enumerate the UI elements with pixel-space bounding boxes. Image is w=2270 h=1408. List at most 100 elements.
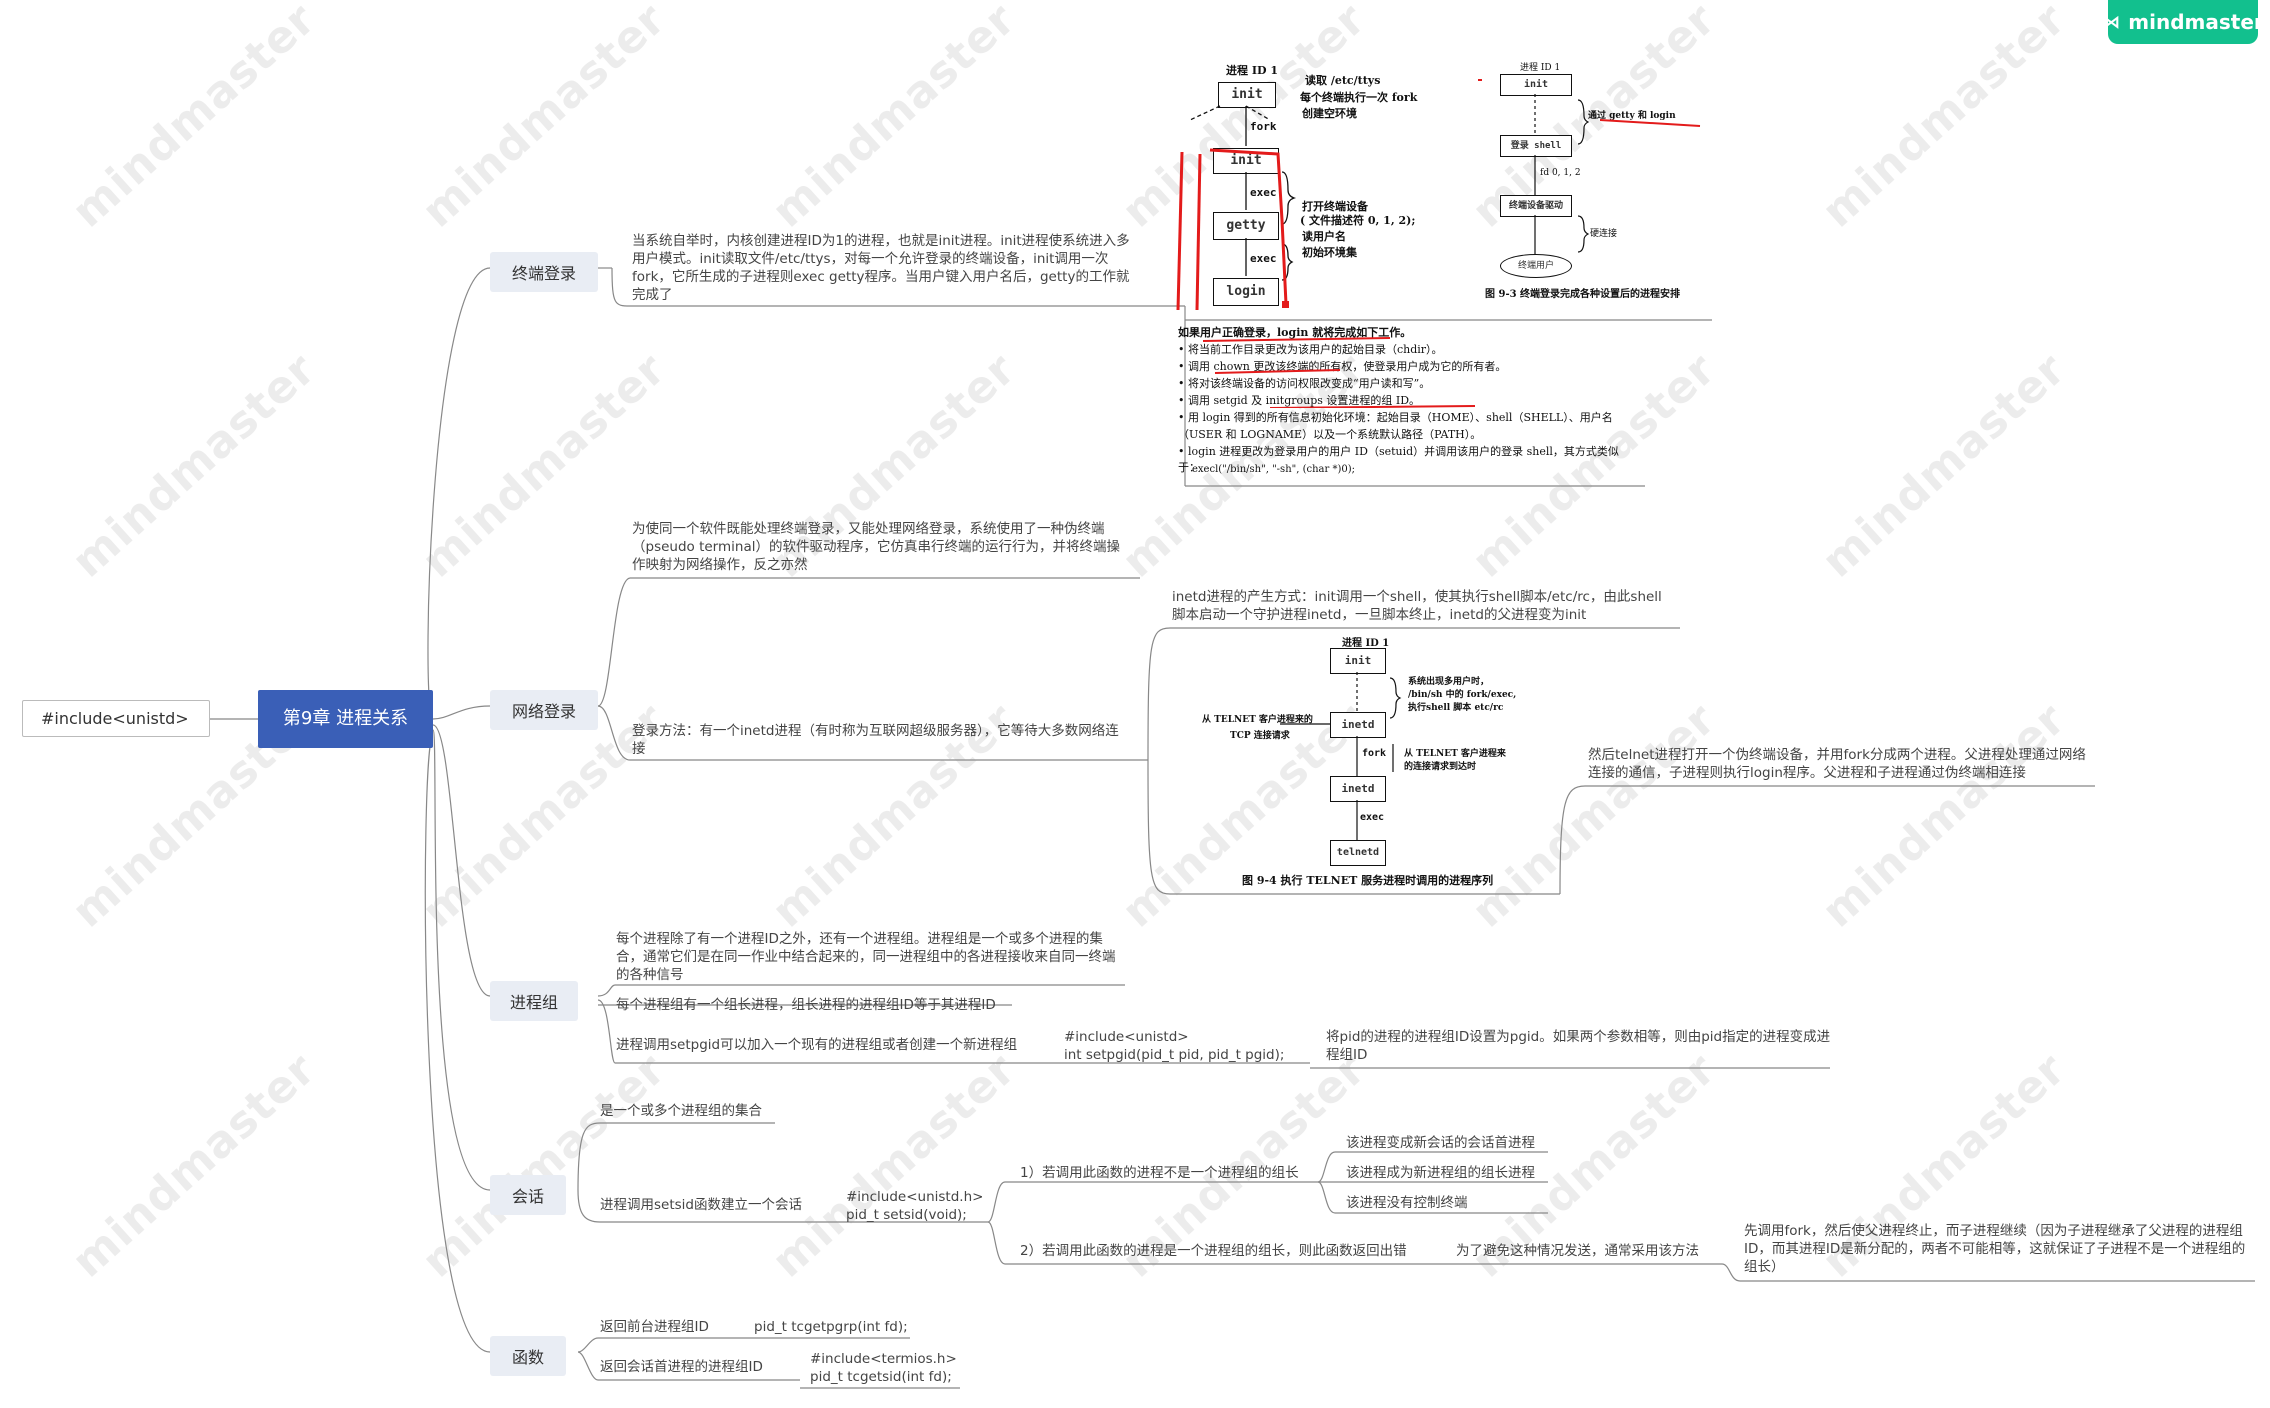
login-step-4: • 调用 setgid 及 initgroups 设置进程的组 ID。 [1178, 394, 1421, 407]
logo-text: mindmaster [2128, 10, 2264, 34]
tcgetsid-code[interactable]: #include<termios.h> pid_t tcgetsid(int f… [810, 1350, 960, 1386]
fig2-user-ellipse: 终端用户 [1500, 254, 1572, 278]
fig3-caption: 图 9-4 执行 TELNET 服务进程时调用的进程序列 [1242, 874, 1494, 887]
login-steps-intro: 如果用户正确登录，login 就将完成如下工作。 [1178, 326, 1412, 339]
fig1-pid-label: 进程 ID 1 [1226, 64, 1278, 77]
setpgid-signature: int setpgid(pid_t pid, pid_t pgid); [1064, 1047, 1285, 1063]
fig1-exec2: exec [1250, 252, 1277, 265]
branch-functions[interactable]: 函数 [490, 1336, 566, 1376]
fig3-client2: TCP 连接请求 [1230, 731, 1290, 741]
login-step-5: • 用 login 得到的所有信息初始化环境：起始目录（HOME）、shell（… [1178, 411, 1613, 441]
fig2-init-box: init [1500, 74, 1572, 96]
session-definition[interactable]: 是一个或多个进程组的集合 [600, 1103, 762, 1119]
fig2-shell-box: 登录 shell [1500, 135, 1572, 157]
setsid-fork-method[interactable]: 先调用fork，然后使父进程终止，而子进程继续（因为子进程继承了父进程的进程组I… [1744, 1223, 2246, 1275]
login-step-text: 将对该终端设备的访问权限改变成“用户读和写”。 [1188, 377, 1431, 390]
terminal-login-text[interactable]: 当系统自举时，内核创建进程ID为1的进程，也就是init进程。init进程使系统… [632, 233, 1130, 303]
setsid-avoid[interactable]: 为了避免这种情况发送，通常采用该方法 [1456, 1243, 1699, 1259]
fig2-pid-label: 进程 ID 1 [1520, 63, 1561, 73]
fig3-init-box: init [1330, 648, 1386, 674]
setsid-case-1[interactable]: 1）若调用此函数的进程不是一个进程组的组长 [1020, 1165, 1299, 1181]
fig3-pid-label: 进程 ID 1 [1342, 638, 1390, 649]
fig1-note6: 读用户名 [1302, 230, 1346, 243]
inetd-origin-text[interactable]: inetd进程的产生方式：init调用一个shell，使其执行shell脚本/e… [1172, 589, 1662, 623]
fig3-note2: /bin/sh 中的 fork/exec, [1408, 690, 1517, 700]
central-topic[interactable]: 第9章 进程关系 [258, 690, 433, 748]
tcgetpgrp-code[interactable]: pid_t tcgetpgrp(int fd); [754, 1319, 908, 1335]
fig3-note3: 执行shell 脚本 etc/rc [1408, 703, 1504, 713]
setsid-result-1[interactable]: 该进程变成新会话的会话首进程 [1346, 1135, 1535, 1151]
login-code: execl("/bin/sh", "-sh", (char *)0); [1192, 464, 1355, 475]
telnet-process-text[interactable]: 然后telnet进程打开一个伪终端设备，并用fork分成两个进程。父进程处理通过… [1588, 747, 2086, 781]
branch-label: 终端登录 [511, 264, 576, 283]
root-node[interactable]: #include<unistd> [22, 700, 210, 737]
fig1-note2: 每个终端执行一次 fork [1300, 91, 1418, 104]
fig2-fd: fd 0, 1, 2 [1540, 168, 1581, 178]
fig3-note4: 从 TELNET 客户进程来 [1404, 749, 1506, 759]
branch-network-login[interactable]: 网络登录 [490, 690, 598, 730]
fig1-exec1: exec [1250, 186, 1277, 199]
fig3-fork: fork [1362, 748, 1387, 759]
login-step-2: • 调用 chown 更改该终端的所有权，使登录用户成为它的所有者。 [1178, 360, 1507, 373]
branch-label: 进程组 [509, 993, 558, 1012]
fig1-note4: 打开终端设备 [1302, 200, 1368, 213]
fig3-exec: exec [1360, 812, 1385, 823]
login-step-3: • 将对该终端设备的访问权限改变成“用户读和写”。 [1178, 377, 1431, 390]
fig3-client1: 从 TELNET 客户进程来的 [1202, 715, 1313, 725]
login-steps-highlights [1202, 337, 1476, 408]
setpgid-description[interactable]: 进程调用setpgid可以加入一个现有的进程组或者创建一个新进程组 [616, 1037, 1018, 1053]
setpgid-code[interactable]: #include<unistd> int setpgid(pid_t pid, … [1064, 1028, 1314, 1064]
branch-session[interactable]: 会话 [490, 1175, 566, 1215]
process-group-leader[interactable]: 每个进程组有一个组长进程，组长进程的进程组ID等于其进程ID [616, 997, 996, 1013]
login-step-1: • 将当前工作目录更改为该用户的起始目录（chdir）。 [1178, 343, 1443, 356]
mindmaster-logo-icon: ⋈ [2102, 11, 2121, 33]
fig1-getty-box: getty [1213, 212, 1279, 240]
setsid-signature: pid_t setsid(void); [846, 1207, 967, 1223]
process-group-definition[interactable]: 每个进程除了有一个进程ID之外，还有一个进程组。进程组是一个或多个进程的集合，通… [616, 931, 1116, 983]
mindmaster-logo[interactable]: ⋈ mindmaster [2102, 0, 2264, 44]
setsid-include: #include<unistd.h> [846, 1189, 984, 1205]
login-step-text: 将当前工作目录更改为该用户的起始目录（chdir）。 [1188, 343, 1443, 356]
fig2-hard: 硬连接 [1590, 229, 1618, 239]
fig3-inetd2-box: inetd [1330, 776, 1386, 802]
setsid-result-3[interactable]: 该进程没有控制终端 [1346, 1195, 1468, 1211]
network-inetd-text[interactable]: 登录方法：有一个inetd进程（有时称为互联网超级服务器），它等待大多数网络连接 [632, 723, 1119, 757]
setpgid-explanation[interactable]: 将pid的进程的进程组ID设置为pgid。如果两个参数相等，则由pid指定的进程… [1326, 1029, 1831, 1063]
network-pseudo-terminal-text[interactable]: 为使同一个软件既能处理终端登录，又能处理网络登录，系统使用了一种伪终端（pseu… [632, 521, 1120, 573]
fig1-fork: fork [1250, 120, 1277, 133]
tcgetpgrp-label[interactable]: 返回前台进程组ID [600, 1319, 709, 1335]
tcgetsid-label[interactable]: 返回会话首进程的进程组ID [600, 1359, 763, 1375]
root-label: #include<unistd> [41, 709, 189, 728]
fig1-note3: 创建空环境 [1302, 107, 1357, 120]
branch-terminal-login[interactable]: 终端登录 [490, 252, 598, 292]
central-label: 第9章 进程关系 [282, 708, 409, 729]
fig1-note5: ( 文件描述符 0, 1, 2); [1300, 214, 1416, 227]
fig1-init-box: init [1218, 82, 1276, 108]
setpgid-include: #include<unistd> [1064, 1029, 1189, 1045]
fig3-lines [1280, 672, 1402, 840]
login-step-text: 调用 chown 更改该终端的所有权，使登录用户成为它的所有者。 [1188, 360, 1507, 373]
fig2-lines [1478, 79, 1701, 254]
login-step-text: login 进程更改为登录用户的用户 ID（setuid）并调用该用户的登录 s… [1178, 445, 1619, 474]
login-step-text: 用 login 得到的所有信息初始化环境：起始目录（HOME）、shell（SH… [1178, 411, 1613, 441]
branch-label: 网络登录 [511, 702, 576, 721]
setsid-description[interactable]: 进程调用setsid函数建立一个会话 [600, 1197, 802, 1213]
setsid-code[interactable]: #include<unistd.h> pid_t setsid(void); [846, 1188, 996, 1224]
branch-process-group[interactable]: 进程组 [490, 981, 578, 1021]
fig3-note1: 系统出现多用户时， [1408, 677, 1490, 687]
fig1-note1: 读取 /etc/ttys [1305, 74, 1381, 87]
fig3-note5: 的连接请求到达时 [1404, 762, 1477, 772]
fig2-caption: 图 9-3 终端登录完成各种设置后的进程安排 [1485, 289, 1681, 300]
setsid-case-2[interactable]: 2）若调用此函数的进程是一个进程组的组长，则此函数返回出错 [1020, 1243, 1407, 1259]
fig1-login-box: login [1213, 278, 1279, 306]
login-step-text: 调用 setgid 及 initgroups 设置进程的组 ID。 [1188, 394, 1421, 407]
fig1-arrows [1176, 105, 1297, 311]
fig2-driver-box: 终端设备驱动 [1500, 195, 1572, 217]
branch-label: 会话 [511, 1187, 544, 1206]
tcgetsid-signature: pid_t tcgetsid(int fd); [810, 1369, 952, 1385]
setsid-result-2[interactable]: 该进程成为新进程组的组长进程 [1346, 1165, 1535, 1181]
fig3-inetd-box: inetd [1330, 712, 1386, 738]
login-step-6: • login 进程更改为登录用户的用户 ID（setuid）并调用该用户的登录… [1178, 445, 1619, 474]
tcgetsid-include: #include<termios.h> [810, 1351, 957, 1367]
